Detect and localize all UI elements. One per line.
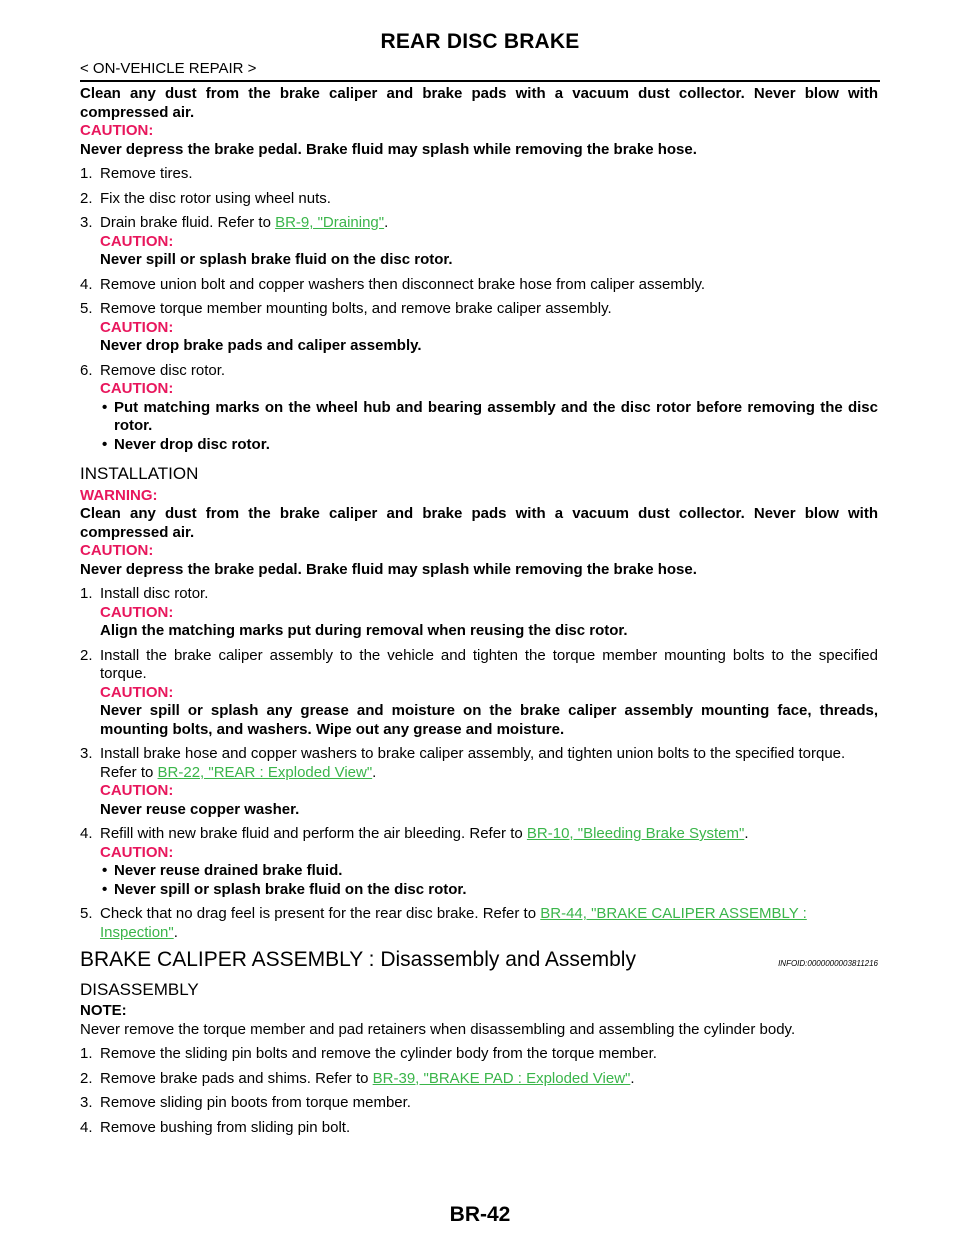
bullet-item: •Never drop disc rotor. — [102, 435, 270, 453]
step-text: Remove the sliding pin bolts and remove … — [100, 1045, 657, 1062]
caution-label: CAUTION: — [100, 843, 174, 861]
reference-link[interactable]: BR-10, "Bleeding Brake System" — [526, 825, 745, 842]
bullet-item: •Never reuse drained brake fluid. — [102, 862, 343, 879]
installation-step-2: 2. Install the brake caliper assembly to… — [80, 647, 878, 740]
caution-text: Never spill or splash any grease and moi… — [100, 702, 878, 738]
step-text: Remove tires. — [100, 165, 193, 182]
caution-label: CAUTION: — [100, 683, 174, 701]
step-text: Remove disc rotor. — [100, 361, 226, 379]
header-divider — [80, 80, 880, 82]
step-text: Install brake hose and copper washers to… — [100, 745, 846, 781]
step-text-end: . — [630, 1069, 635, 1087]
caution-label: CAUTION: — [100, 380, 174, 397]
page-number: BR-42 — [449, 1203, 511, 1226]
caution-text: Never depress the brake pedal. Brake flu… — [80, 560, 697, 578]
removal-step-2: 2. Fix the disc rotor using wheel nuts. — [80, 190, 878, 209]
step-text: Remove bushing from sliding pin bolt. — [100, 1118, 351, 1136]
reference-link[interactable]: BR-22, "REAR : Exploded View" — [157, 763, 373, 781]
step-text-end: . — [372, 763, 377, 781]
reference-link[interactable]: BR-9, "Draining" — [275, 214, 385, 231]
bullet-dot-icon: • — [102, 880, 108, 898]
caution-label: CAUTION: — [80, 542, 154, 559]
step-text-end: . — [384, 214, 389, 231]
step-number: 4. — [80, 1118, 93, 1136]
disassembly-heading: DISASSEMBLY — [80, 979, 199, 999]
step-number: 2. — [80, 646, 93, 664]
step-number: 3. — [80, 745, 93, 762]
step-number: 3. — [80, 214, 93, 231]
caution-text: Never reuse copper washer. — [100, 800, 300, 818]
bullet-dot-icon: • — [102, 398, 108, 416]
step-number: 4. — [80, 825, 93, 842]
caution-label: CAUTION: — [100, 782, 174, 799]
warning-text: Clean any dust from the brake caliper an… — [80, 505, 878, 541]
step-text: Remove torque member mounting bolts, and… — [100, 300, 612, 317]
caution-label: CAUTION: — [100, 603, 174, 621]
caution-text: Align the matching marks put during remo… — [100, 622, 628, 639]
caution-text: Never depress the brake pedal. Brake flu… — [80, 140, 697, 158]
bullet-item: •Put matching marks on the wheel hub and… — [102, 398, 878, 435]
step-number: 5. — [80, 300, 93, 317]
step-number: 1. — [80, 1045, 93, 1062]
step-text: Refill with new brake fluid and perform … — [100, 825, 527, 842]
step-text: Fix the disc rotor using wheel nuts. — [100, 189, 331, 207]
page-title: REAR DISC BRAKE — [380, 30, 580, 53]
installation-step-5: 5. Check that no drag feel is present fo… — [80, 905, 878, 942]
step-number: 2. — [80, 1069, 93, 1087]
section-title: BRAKE CALIPER ASSEMBLY : Disassembly and… — [80, 948, 636, 971]
step-text: Install the brake caliper assembly to th… — [100, 646, 878, 683]
step-text: Remove union bolt and copper washers the… — [100, 275, 706, 293]
step-text: Drain brake fluid. Refer to — [100, 214, 276, 231]
caution-text: Never drop brake pads and caliper assemb… — [100, 337, 422, 354]
step-text: Check that no drag feel is present for t… — [100, 905, 541, 922]
section-heading: BRAKE CALIPER ASSEMBLY : Disassembly and… — [80, 948, 878, 974]
info-id: INFOID:0000000003811216 — [778, 959, 878, 968]
bullet-dot-icon: • — [102, 862, 108, 879]
warning-label: WARNING: — [80, 486, 158, 504]
step-number: 5. — [80, 905, 93, 922]
caution-label: CAUTION: — [80, 122, 154, 139]
note-text: Never remove the torque member and pad r… — [80, 1020, 796, 1038]
step-text-end: . — [173, 923, 178, 941]
disassembly-step-4: 4. Remove bushing from sliding pin bolt. — [80, 1119, 878, 1138]
step-text: Remove sliding pin boots from torque mem… — [100, 1094, 411, 1111]
disassembly-step-1: 1. Remove the sliding pin bolts and remo… — [80, 1045, 878, 1064]
installation-step-1: 1. Install disc rotor. CAUTION: Align th… — [80, 585, 878, 641]
caution-label: CAUTION: — [100, 232, 174, 250]
installation-step-3: 3. Install brake hose and copper washers… — [80, 745, 878, 819]
step-number: 1. — [80, 585, 93, 602]
disassembly-step-2: 2. Remove brake pads and shims. Refer to… — [80, 1070, 878, 1089]
removal-step-4: 4. Remove union bolt and copper washers … — [80, 276, 878, 295]
reference-link[interactable]: BR-39, "BRAKE PAD : Exploded View" — [372, 1069, 631, 1087]
step-text: Remove brake pads and shims. Refer to — [100, 1069, 373, 1087]
caution-label: CAUTION: — [100, 318, 174, 336]
step-number: 1. — [80, 165, 93, 182]
caution-text: Never spill or splash brake fluid on the… — [100, 251, 453, 268]
step-text-end: . — [744, 825, 749, 842]
installation-step-4: 4. Refill with new brake fluid and perfo… — [80, 825, 878, 899]
note-label: NOTE: — [80, 1002, 127, 1019]
disassembly-step-3: 3. Remove sliding pin boots from torque … — [80, 1094, 878, 1113]
bullet-item: •Never spill or splash brake fluid on th… — [102, 880, 467, 898]
step-number: 4. — [80, 275, 93, 293]
removal-step-3: 3. Drain brake fluid. Refer to BR-9, "Dr… — [80, 214, 878, 270]
bullet-dot-icon: • — [102, 435, 108, 453]
step-number: 6. — [80, 361, 93, 379]
removal-step-6: 6. Remove disc rotor. CAUTION: •Put matc… — [80, 362, 878, 455]
removal-intro: Clean any dust from the brake caliper an… — [80, 85, 878, 121]
installation-heading: INSTALLATION — [80, 464, 199, 483]
step-text: Install disc rotor. — [100, 585, 209, 602]
step-number: 3. — [80, 1094, 93, 1111]
reference-link[interactable]: BR-44, "BRAKE CALIPER ASSEMBLY : Inspect… — [100, 905, 807, 941]
section-tag: < ON-VEHICLE REPAIR > — [80, 60, 257, 77]
removal-step-5: 5. Remove torque member mounting bolts, … — [80, 300, 878, 356]
page-content: Clean any dust from the brake caliper an… — [80, 85, 878, 1137]
step-number: 2. — [80, 189, 93, 207]
removal-step-1: 1. Remove tires. — [80, 165, 878, 184]
